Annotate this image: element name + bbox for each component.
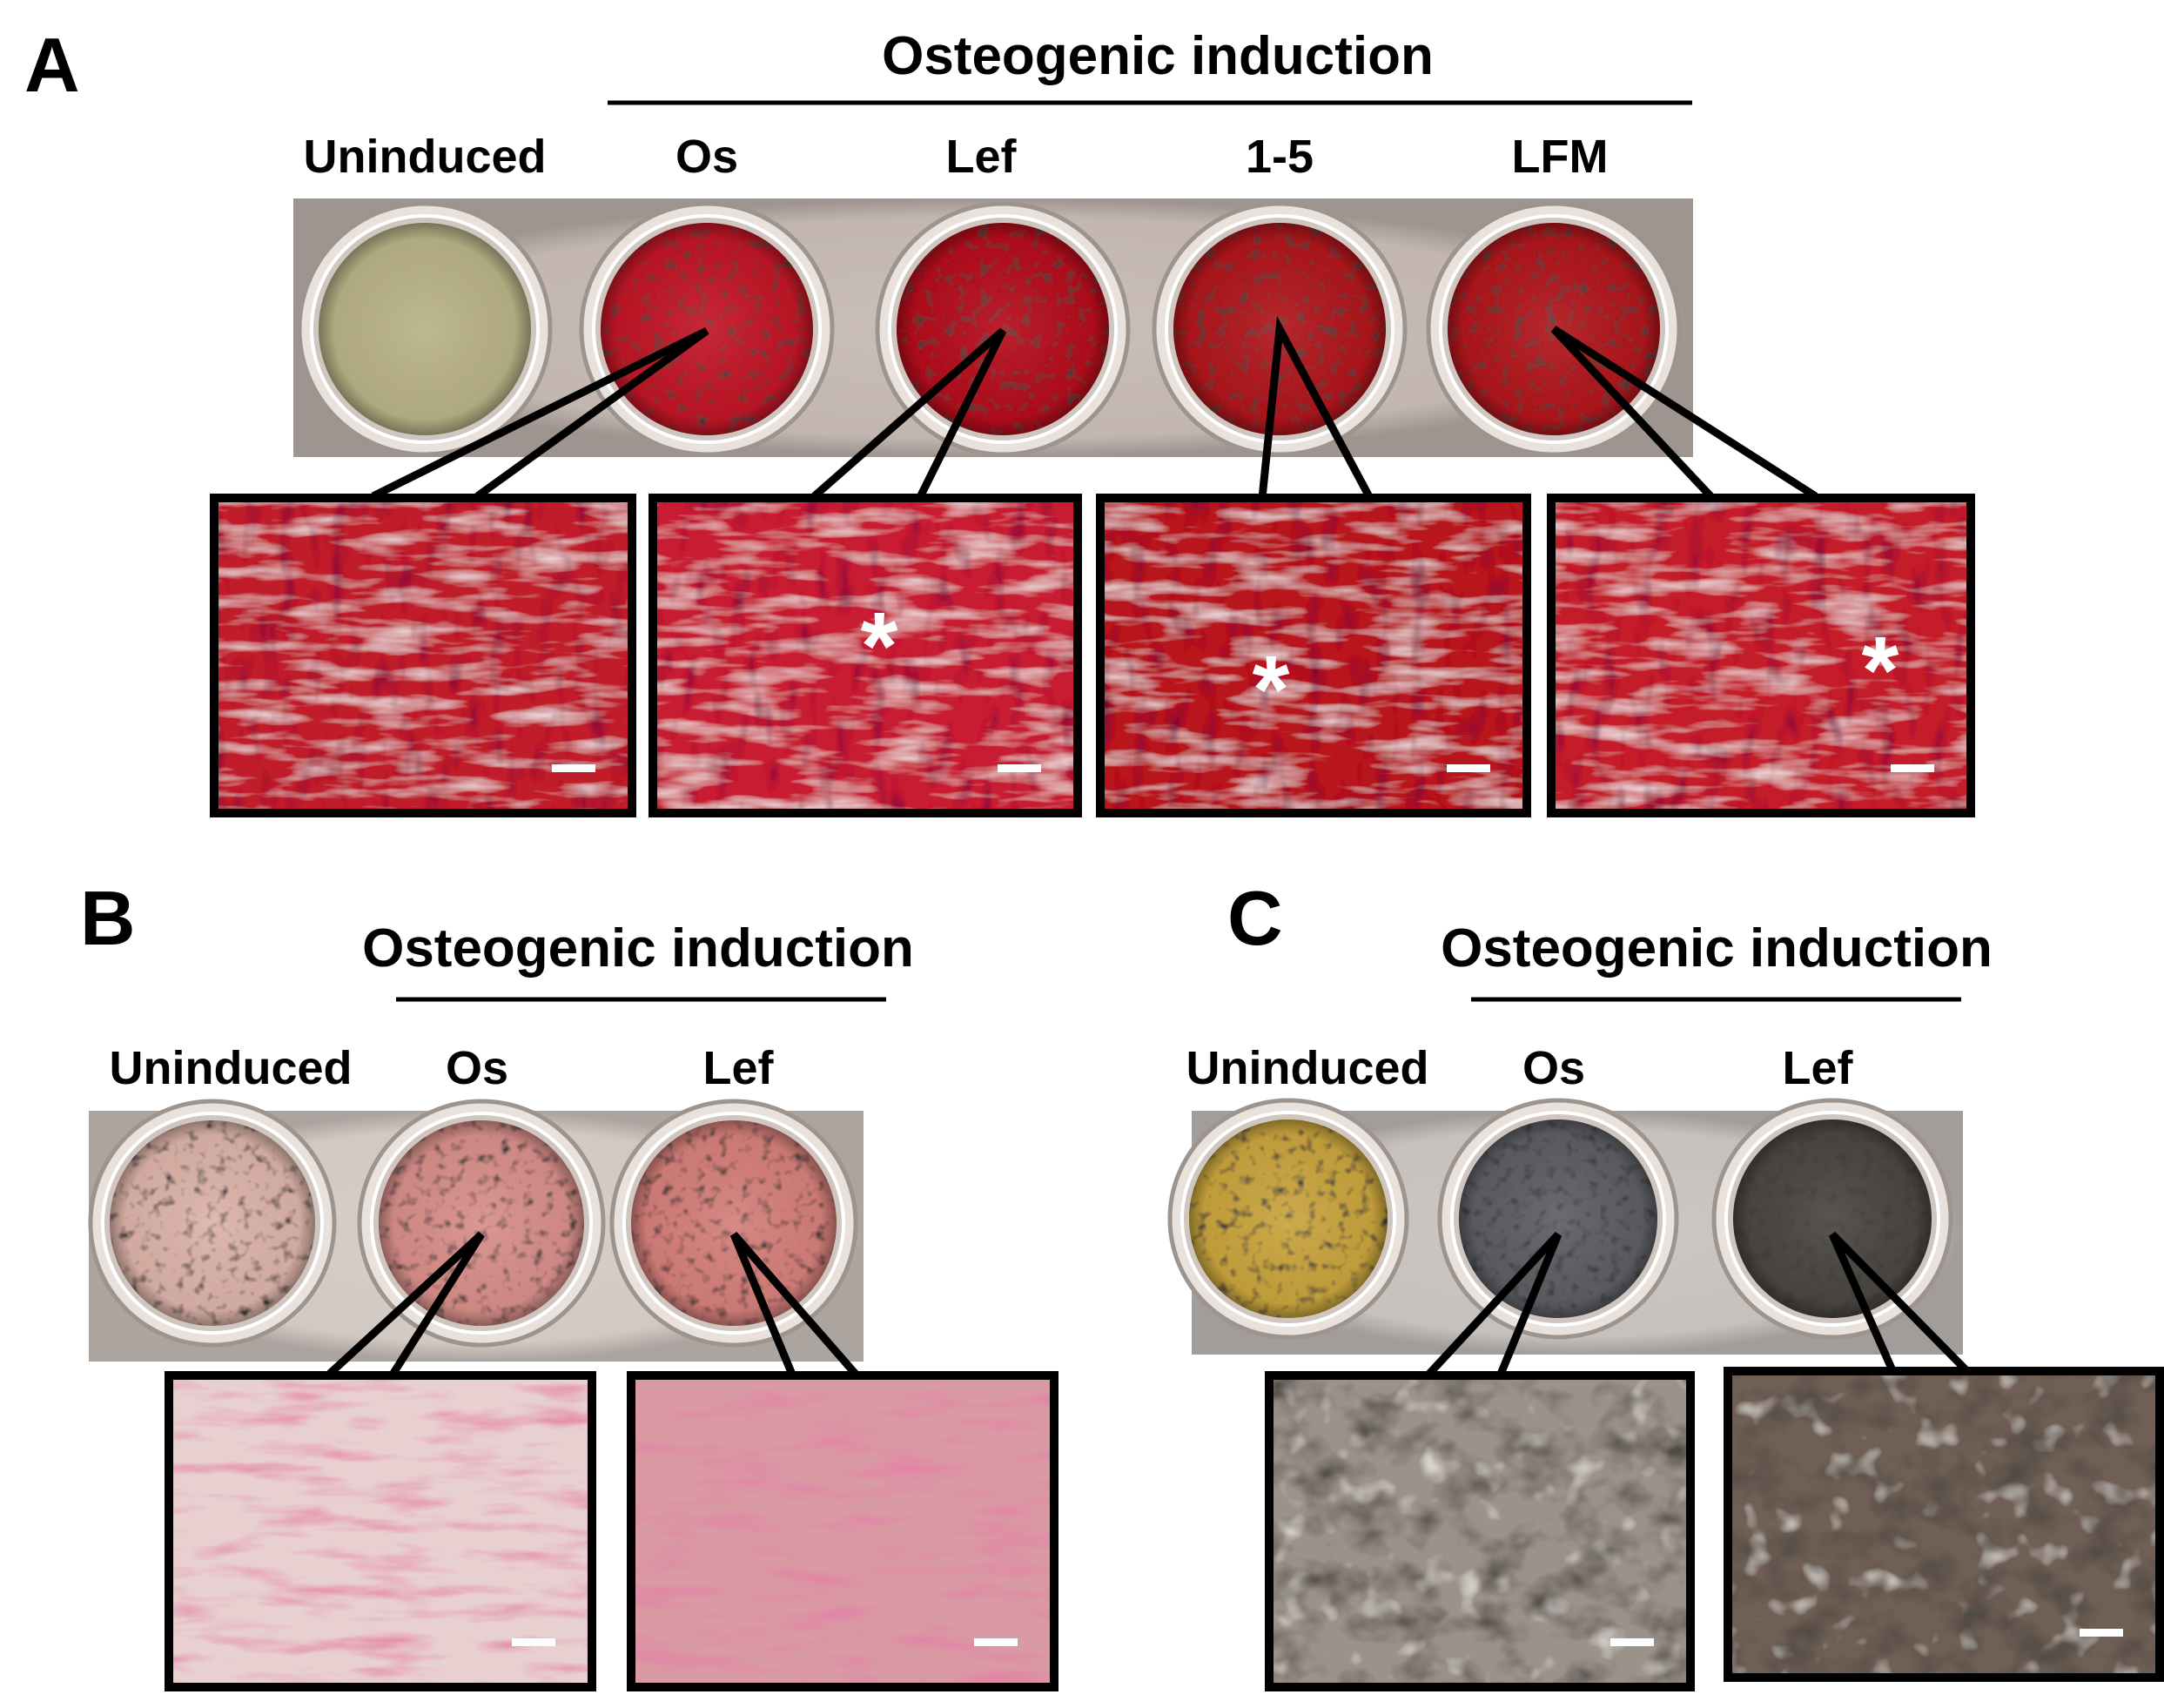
panel-a-well-0 xyxy=(297,201,553,457)
panel-c-label-2: Lef xyxy=(1783,1042,1854,1094)
panel-a-asterisk-2: * xyxy=(1253,636,1290,743)
panel-b-label-1: Os xyxy=(446,1042,508,1094)
panel-b-well-2 xyxy=(609,1099,858,1348)
panel-a-asterisk-3: * xyxy=(1862,617,1899,724)
scale-bar xyxy=(1610,1638,1654,1646)
panel-b-leader-0 xyxy=(326,1231,485,1377)
panel-b-header: Osteogenic induction xyxy=(362,918,914,978)
panel-c-label-1: Os xyxy=(1522,1042,1585,1094)
panel-a-well-2 xyxy=(875,201,1131,457)
panel-c-well-1 xyxy=(1437,1098,1679,1340)
panel-a-zoom-0 xyxy=(210,494,636,817)
scale-bar xyxy=(998,764,1041,772)
panel-b-letter: B xyxy=(80,875,136,961)
panel-c-letter: C xyxy=(1227,875,1283,961)
panel-a-leader-3 xyxy=(1550,326,1818,500)
panel-a-zoom-1 xyxy=(649,494,1082,817)
scale-bar xyxy=(552,764,595,772)
panel-c-well-2 xyxy=(1711,1098,1953,1340)
scale-bar xyxy=(512,1638,555,1646)
panel-a-asterisk-1: * xyxy=(861,593,898,700)
panel-c-zoom-0 xyxy=(1265,1371,1695,1691)
panel-a-label-3: 1-5 xyxy=(1246,131,1314,183)
panel-b-leader-1 xyxy=(729,1232,858,1376)
panel-c-well-0 xyxy=(1167,1098,1409,1340)
scale-bar xyxy=(1447,764,1490,772)
panel-b-zoom-0 xyxy=(165,1371,596,1691)
panel-c-header: Osteogenic induction xyxy=(1441,918,1993,978)
panel-a-label-0: Uninduced xyxy=(304,131,547,183)
panel-a-leader-1 xyxy=(811,327,1007,500)
panel-a-letter: A xyxy=(24,22,80,108)
panel-a-well-1 xyxy=(579,201,835,457)
panel-a-zoom-2 xyxy=(1096,494,1531,817)
panel-b-zoom-1 xyxy=(627,1371,1058,1691)
panel-a-label-2: Lef xyxy=(946,131,1018,183)
panel-a-leader-2 xyxy=(1258,315,1373,499)
scale-bar xyxy=(974,1638,1018,1646)
panel-b-label-0: Uninduced xyxy=(110,1042,353,1094)
panel-b-well-1 xyxy=(357,1099,606,1348)
panel-c-label-0: Uninduced xyxy=(1186,1042,1429,1094)
panel-a-leader-0 xyxy=(371,326,709,501)
panel-a-header: Osteogenic induction xyxy=(882,26,1434,86)
panel-c-leader-0 xyxy=(1426,1231,1563,1377)
panel-c-leader-1 xyxy=(1828,1231,1969,1373)
scale-bar xyxy=(2080,1629,2123,1637)
panel-c-zoom-1 xyxy=(1724,1367,2164,1682)
panel-a-zoom-3 xyxy=(1547,494,1975,817)
panel-a-label-1: Os xyxy=(675,131,738,183)
scale-bar xyxy=(1891,764,1934,772)
panel-a-label-4: LFM xyxy=(1512,131,1609,183)
panel-b-well-0 xyxy=(88,1099,337,1348)
panel-b-label-2: Lef xyxy=(703,1042,775,1094)
